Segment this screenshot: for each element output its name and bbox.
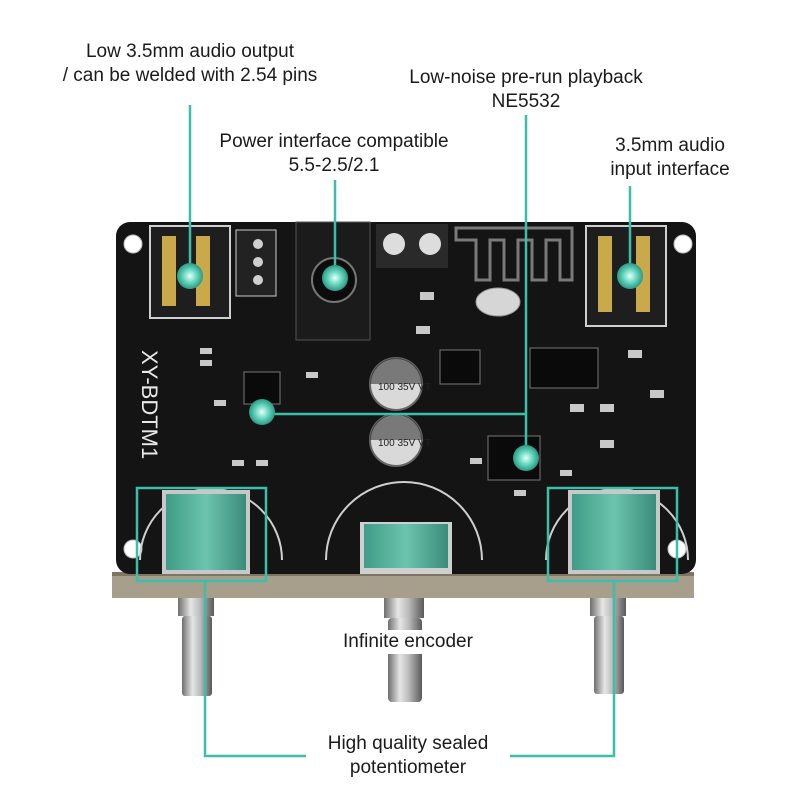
smd-components	[200, 292, 664, 496]
pin-header	[235, 229, 277, 297]
mount-hole-tl	[123, 234, 143, 254]
hotspot-opamp	[513, 445, 539, 471]
right-potentiometer	[568, 490, 660, 574]
hotspot-preamp	[249, 399, 275, 425]
screw-terminal	[376, 224, 448, 268]
antenna-trace	[454, 226, 574, 282]
hotspot-output	[177, 263, 203, 289]
power-label: Power interface compatible 5.5-2.5/2.1	[200, 130, 468, 178]
crystal	[475, 287, 521, 317]
callout-lines	[135, 105, 679, 758]
cap1-marking: 100 35V VT	[378, 382, 431, 393]
input-label-line2: input interface	[610, 159, 730, 180]
right-shaft	[590, 598, 626, 694]
left-potentiometer	[162, 490, 250, 574]
capacitor-1	[369, 357, 423, 411]
hotspot-power	[322, 265, 348, 291]
small-ic-1	[439, 349, 481, 385]
preamp-label: Low-noise pre-run playback NE5532	[390, 66, 662, 114]
mount-hole-tr	[673, 234, 693, 254]
silk-arc-center	[325, 481, 483, 561]
input-label-line1: 3.5mm audio	[615, 135, 725, 156]
hotspot-input	[617, 263, 643, 289]
encoder-label: Infinite encoder	[318, 630, 498, 654]
output-label: Low 3.5mm audio output / can be welded w…	[40, 40, 340, 88]
cap2-marking: 100 35V VT	[378, 438, 431, 449]
output-label-line2: / can be welded with 2.54 pins	[62, 65, 318, 86]
main-ic	[529, 347, 599, 389]
small-ic-2	[243, 371, 281, 405]
power-label-line1: Power interface compatible	[219, 131, 449, 152]
potentiometer-label-line1: High quality sealed	[327, 733, 489, 754]
power-label-line2: 5.5-2.5/2.1	[288, 155, 380, 176]
output-label-line1: Low 3.5mm audio output	[85, 41, 295, 62]
left-shaft	[178, 598, 214, 696]
rotary-encoder	[360, 522, 452, 574]
model-silkscreen: XY-BDTM1	[137, 350, 162, 459]
front-panel	[112, 572, 694, 598]
potentiometer-label: High quality sealed potentiometer	[306, 732, 510, 780]
preamp-label-line2: NE5532	[491, 91, 561, 112]
preamp-label-line1: Low-noise pre-run playback	[409, 67, 643, 88]
capacitor-2	[369, 413, 423, 467]
input-label: 3.5mm audio input interface	[590, 134, 750, 182]
potentiometer-label-line2: potentiometer	[349, 757, 467, 778]
